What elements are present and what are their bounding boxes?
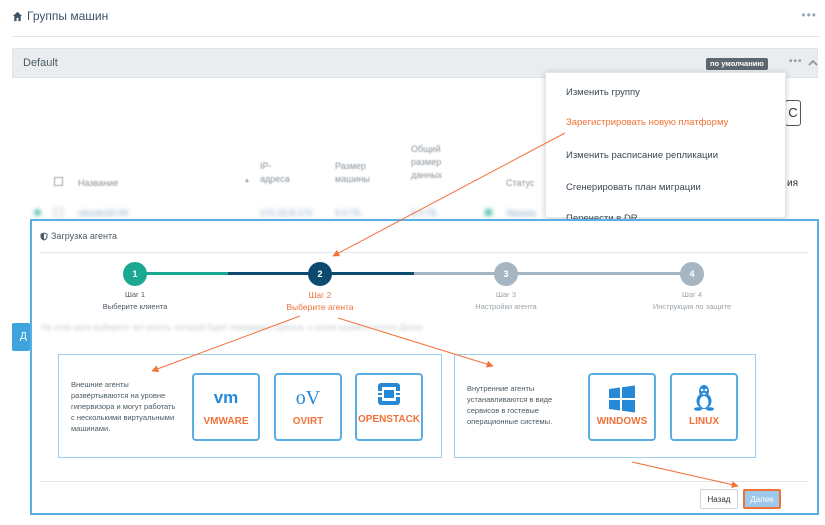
step-3-sub: Настройки агента	[475, 302, 537, 311]
title-divider	[12, 36, 819, 37]
step-connector-1b	[228, 272, 320, 275]
refresh-button[interactable]: C	[785, 100, 801, 126]
row-status-dot	[34, 209, 41, 216]
desc-line: сервисов в гостевые	[467, 406, 539, 415]
svg-text:vm: vm	[214, 389, 239, 407]
desc-line: развёртываются на уровне	[71, 391, 166, 400]
default-badge: по умолчанию	[706, 58, 768, 70]
group-name: Default	[23, 57, 58, 69]
step-4-circle[interactable]: 4	[680, 262, 704, 286]
step-connector-2	[320, 272, 414, 275]
desc-line: устанавливаются в виде	[467, 395, 553, 404]
row-status-icon	[485, 209, 492, 216]
group-dropdown-menu: Изменить группу Зарегистрировать новую п…	[545, 72, 786, 224]
step-3-circle[interactable]: 3	[494, 262, 518, 286]
agent-download-dialog: Загрузка агента 1 2 3 4 Шаг 1 Выберите к…	[30, 219, 819, 515]
windows-label: WINDOWS	[596, 416, 648, 427]
row-name[interactable]: ubuntu16.04	[78, 208, 129, 218]
step-1-title: Шаг 1	[124, 290, 146, 299]
col-data[interactable]: Общий размер данных	[411, 144, 443, 180]
col-name[interactable]: Название	[78, 178, 119, 188]
table-header: Название ▲ IP- адреса Размер машины Общи…	[40, 130, 600, 200]
chevron-up-icon[interactable]	[808, 58, 818, 68]
windows-logo-icon	[609, 385, 635, 413]
row-status: Зашиш	[506, 208, 536, 218]
linux-tile[interactable]: LINUX	[670, 373, 738, 441]
row-size: 5.0 ГБ	[335, 208, 361, 218]
internal-agents-desc: Внутренние агенты устанавливаются в виде…	[467, 383, 552, 427]
desc-line: гипервизора и могут работать	[71, 402, 176, 411]
step-1-sub: Выберите клиента	[102, 302, 168, 311]
step-connector-1	[136, 272, 228, 275]
desc-line: машинами.	[71, 424, 111, 433]
home-icon	[12, 11, 23, 21]
desc-line: с несколькими виртуальными	[71, 413, 175, 422]
dialog-footer-divider	[40, 481, 809, 482]
sort-icon[interactable]: ▲	[244, 178, 250, 184]
page-title-text: Группы машин	[27, 9, 109, 23]
page-title: Группы машин	[12, 9, 108, 23]
shield-icon	[40, 232, 48, 240]
row-ip: 172.22.8.172	[260, 208, 313, 218]
col-ip[interactable]: IP- адреса	[260, 161, 290, 184]
desc-line: Внутренние агенты	[467, 384, 535, 393]
menu-item-register-platform[interactable]: Зарегистрировать новую платформу	[566, 117, 729, 128]
ovirt-label: OVIRT	[292, 416, 324, 427]
dialog-title-text: Загрузка агента	[51, 231, 117, 241]
group-more-icon[interactable]: •••	[789, 56, 803, 67]
page-more-icon[interactable]: •••	[801, 8, 817, 22]
select-all-checkbox[interactable]	[54, 177, 63, 186]
col-fragment: ия	[787, 178, 799, 189]
step-4-sub: Инструкция по защите	[652, 302, 732, 311]
internal-agents-panel: Внутренние агенты устанавливаются в виде…	[454, 354, 756, 458]
menu-item-edit-group[interactable]: Изменить группу	[566, 87, 640, 98]
col-status[interactable]: Статус	[506, 178, 535, 188]
external-agents-desc: Внешние агенты развёртываются на уровне …	[71, 379, 175, 434]
menu-item-dr[interactable]: Перенести в DR	[546, 213, 785, 224]
desc-line: Внешние агенты	[71, 380, 129, 389]
svg-text:oV: oV	[296, 387, 321, 409]
linux-tux-icon	[694, 385, 714, 411]
step-1-circle[interactable]: 1	[123, 262, 147, 286]
step-2-sub: Выберите агента	[286, 302, 354, 312]
dialog-divider	[40, 252, 809, 253]
step-4-title: Шаг 4	[681, 290, 703, 299]
menu-item-replication-schedule[interactable]: Изменить расписание репликации	[566, 150, 719, 161]
col-size[interactable]: Размер машины	[335, 161, 370, 184]
next-button[interactable]: Далее	[743, 489, 781, 509]
linux-label: LINUX	[689, 416, 719, 427]
vmware-label: VMWARE	[203, 416, 249, 427]
row-checkbox[interactable]	[54, 208, 63, 217]
step-2-circle[interactable]: 2	[308, 262, 332, 286]
desc-line: операционные системы.	[467, 417, 553, 426]
step-2-title: Шаг 2	[308, 290, 332, 300]
add-button[interactable]: Д	[12, 323, 30, 351]
step-connector-3	[414, 272, 696, 275]
ovirt-logo-icon: oV	[296, 387, 321, 409]
windows-tile[interactable]: WINDOWS	[588, 373, 656, 441]
vmware-tile[interactable]: vm VMWARE	[192, 373, 260, 441]
step-hint: На этом шаге выберите тип агента, которы…	[41, 323, 423, 332]
group-header[interactable]: Default по умолчанию •••	[12, 48, 818, 78]
row-data: 5.0 ГБ	[411, 208, 437, 218]
back-button[interactable]: Назад	[700, 489, 738, 509]
openstack-tile[interactable]: OPENSTACK	[355, 373, 423, 441]
menu-item-migration-plan[interactable]: Сгенерировать план миграции	[566, 182, 701, 193]
external-agents-panel: Внешние агенты развёртываются на уровне …	[58, 354, 442, 458]
openstack-label: OPENSTACK	[357, 414, 421, 425]
dialog-title: Загрузка агента	[40, 231, 117, 241]
vmware-logo-icon: vm	[214, 389, 239, 407]
ovirt-tile[interactable]: oV OVIRT	[274, 373, 342, 441]
step-3-title: Шаг 3	[495, 290, 517, 299]
openstack-logo-icon	[378, 383, 400, 405]
